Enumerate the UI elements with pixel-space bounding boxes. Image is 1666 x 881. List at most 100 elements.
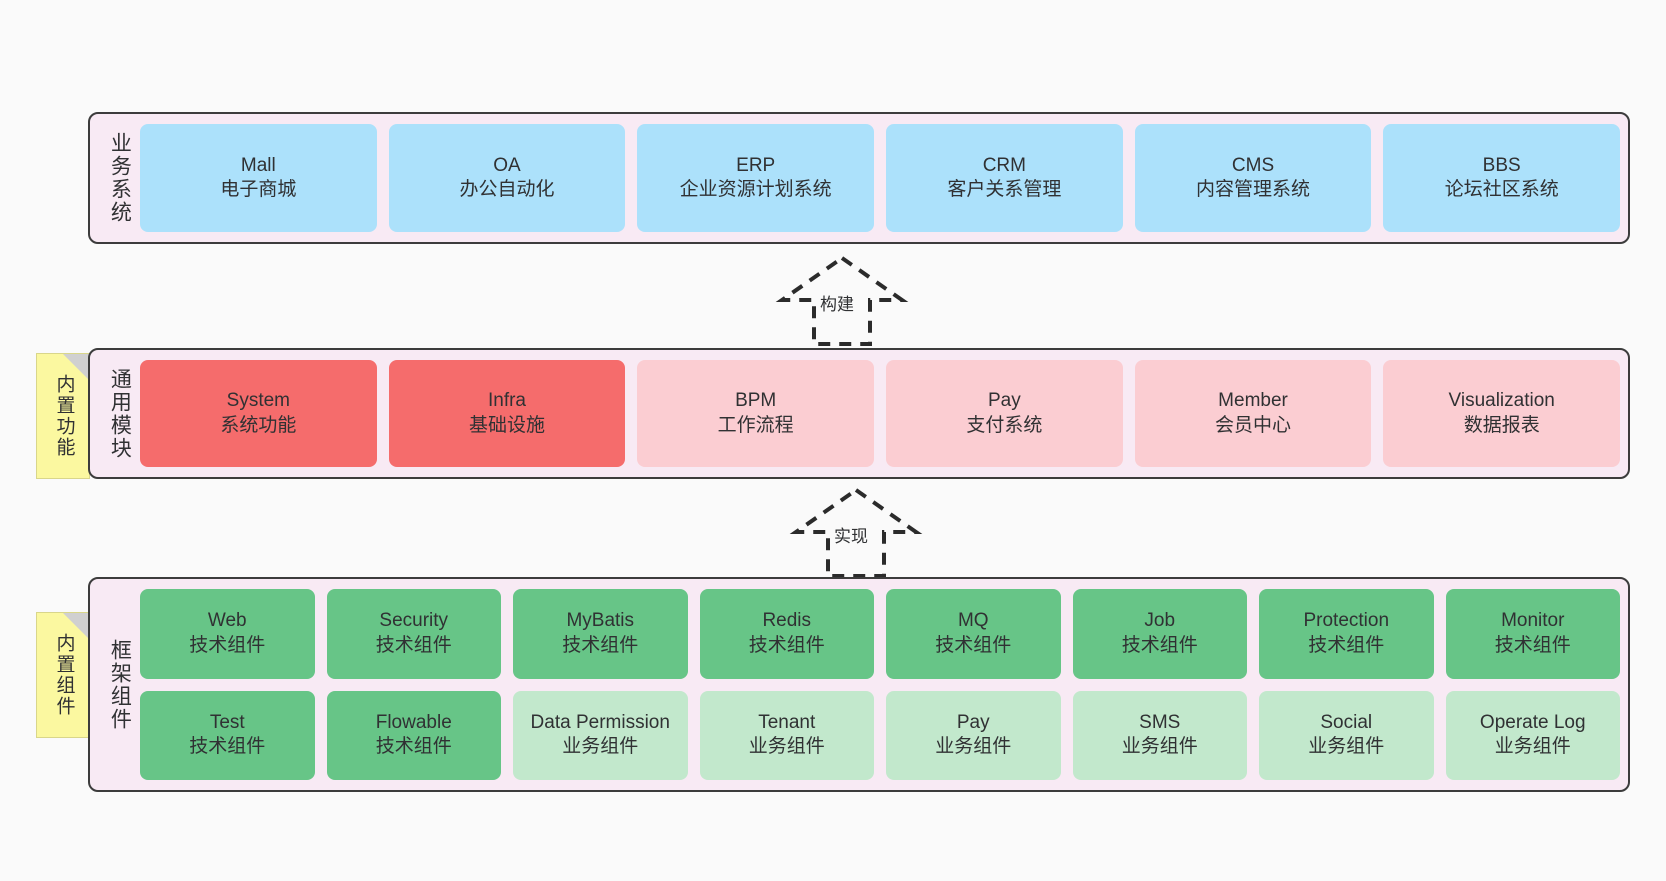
card-row: Web 技术组件 Security 技术组件 MyBatis 技术组件 Redi…	[140, 589, 1620, 679]
card-title-cn: 技术组件	[375, 634, 452, 656]
card-oa[interactable]: OA 办公自动化	[388, 124, 626, 232]
note-builtin-features-label: 内置功能	[53, 374, 75, 458]
card-cms[interactable]: CMS 内容管理系统	[1134, 124, 1372, 232]
card-social[interactable]: Social 业务组件	[1259, 690, 1434, 780]
card-title-en: BBS	[1482, 154, 1521, 176]
card-bpm[interactable]: BPM 工作流程	[637, 360, 875, 467]
card-title-cn: 论坛社区系统	[1444, 179, 1559, 200]
generalization-arrow-icon	[775, 255, 909, 346]
layer-framework-cards: Web 技术组件 Security 技术组件 MyBatis 技术组件 Redi…	[140, 589, 1620, 780]
card-row: Mall 电子商城 OA 办公自动化 ERP 企业资源计划系统 CRM 客户关系…	[140, 124, 1621, 232]
card-protection[interactable]: Protection 技术组件	[1259, 589, 1434, 679]
layer-business-cards: Mall 电子商城 OA 办公自动化 ERP 企业资源计划系统 CRM 客户关系…	[140, 124, 1621, 232]
card-title-en: Protection	[1303, 610, 1390, 632]
card-test[interactable]: Test 技术组件	[140, 690, 315, 780]
card-title-cn: 技术组件	[189, 634, 266, 656]
card-member[interactable]: Member 会员中心	[1134, 360, 1372, 467]
card-title-cn: 业务组件	[562, 736, 639, 758]
card-redis[interactable]: Redis 技术组件	[699, 589, 874, 679]
layer-framework-label: 框架组件	[108, 638, 132, 731]
card-title-cn: 工作流程	[717, 414, 794, 436]
card-title-en: Visualization	[1448, 390, 1555, 412]
card-pay-component[interactable]: Pay 业务组件	[886, 690, 1061, 780]
card-title-cn: 办公自动化	[459, 179, 555, 200]
card-title-en: BPM	[735, 390, 777, 412]
card-title-cn: 技术组件	[1494, 634, 1571, 656]
layer-framework-components: 框架组件 Web 技术组件 Security 技术组件 MyBatis 技术组件…	[88, 577, 1630, 792]
connector-implement-label: 实现	[832, 522, 870, 547]
card-system[interactable]: System 系统功能	[140, 360, 377, 467]
card-title-en: System	[226, 390, 291, 412]
card-title-cn: 技术组件	[562, 634, 639, 656]
card-data-permission[interactable]: Data Permission 业务组件	[513, 690, 688, 780]
card-title-cn: 会员中心	[1215, 414, 1292, 436]
layer-common-modules: 通用模块 System 系统功能 Infra 基础设施 BPM 工作流程 Pay…	[88, 348, 1630, 479]
card-title-en: Mall	[240, 154, 276, 176]
note-builtin-components-label: 内置组件	[53, 633, 75, 717]
card-title-cn: 业务组件	[748, 736, 825, 758]
card-row: System 系统功能 Infra 基础设施 BPM 工作流程 Pay 支付系统…	[140, 360, 1621, 467]
card-title-cn: 客户关系管理	[947, 179, 1062, 200]
card-mybatis[interactable]: MyBatis 技术组件	[513, 589, 688, 679]
layer-business-systems: 业务系统 Mall 电子商城 OA 办公自动化 ERP 企业资源计划系统 CRM…	[88, 112, 1630, 244]
card-operate-log[interactable]: Operate Log 业务组件	[1445, 690, 1620, 780]
card-title-cn: 业务组件	[1308, 736, 1385, 758]
connector-build: 构建	[752, 252, 932, 348]
card-mall[interactable]: Mall 电子商城	[140, 124, 377, 232]
card-title-en: MyBatis	[566, 610, 635, 632]
card-title-en: Flowable	[375, 711, 452, 733]
card-title-cn: 电子商城	[220, 179, 297, 200]
note-builtin-features: 内置功能	[36, 353, 90, 479]
card-title-en: Redis	[762, 610, 812, 632]
layer-common-label: 通用模块	[108, 367, 132, 460]
card-pay[interactable]: Pay 支付系统	[886, 360, 1123, 467]
card-infra[interactable]: Infra 基础设施	[388, 360, 626, 467]
connector-implement: 实现	[766, 484, 946, 580]
card-title-en: Operate Log	[1479, 711, 1586, 733]
card-flowable[interactable]: Flowable 技术组件	[326, 690, 501, 780]
card-title-en: Tenant	[758, 711, 816, 733]
card-sms[interactable]: SMS 业务组件	[1072, 690, 1247, 780]
card-title-cn: 技术组件	[375, 736, 452, 758]
note-fold-corner-icon	[63, 354, 89, 380]
card-title-cn: 系统功能	[220, 414, 297, 436]
card-security[interactable]: Security 技术组件	[326, 589, 501, 679]
card-title-cn: 企业资源计划系统	[679, 179, 832, 200]
card-title-en: Web	[207, 610, 247, 632]
card-mq[interactable]: MQ 技术组件	[886, 589, 1061, 679]
card-bbs[interactable]: BBS 论坛社区系统	[1383, 124, 1621, 232]
note-fold-corner-icon	[63, 613, 89, 639]
card-title-cn: 基础设施	[469, 414, 546, 436]
card-web[interactable]: Web 技术组件	[140, 589, 315, 679]
card-row: Test 技术组件 Flowable 技术组件 Data Permission …	[140, 690, 1620, 780]
card-title-cn: 技术组件	[1308, 634, 1385, 656]
card-title-en: Data Permission	[530, 711, 670, 733]
card-visualization[interactable]: Visualization 数据报表	[1383, 360, 1621, 467]
card-title-en: MQ	[957, 610, 989, 632]
card-title-en: SMS	[1139, 711, 1181, 733]
card-title-cn: 业务组件	[935, 736, 1012, 758]
connector-build-label: 构建	[818, 290, 856, 315]
card-title-en: Job	[1144, 610, 1176, 632]
card-title-cn: 业务组件	[1121, 736, 1198, 758]
card-title-cn: 支付系统	[966, 414, 1043, 436]
card-title-en: ERP	[736, 154, 776, 176]
card-title-cn: 技术组件	[1121, 634, 1198, 656]
card-title-en: OA	[493, 154, 521, 176]
card-crm[interactable]: CRM 客户关系管理	[886, 124, 1123, 232]
generalization-arrow-icon	[789, 487, 923, 578]
card-job[interactable]: Job 技术组件	[1072, 589, 1247, 679]
card-monitor[interactable]: Monitor 技术组件	[1445, 589, 1620, 679]
card-title-cn: 技术组件	[189, 736, 266, 758]
card-title-en: Social	[1320, 711, 1373, 733]
card-title-en: Pay	[956, 711, 990, 733]
card-title-cn: 技术组件	[935, 634, 1012, 656]
note-builtin-components: 内置组件	[36, 612, 90, 738]
card-title-en: Monitor	[1501, 610, 1565, 632]
card-tenant[interactable]: Tenant 业务组件	[699, 690, 874, 780]
card-title-en: CMS	[1231, 154, 1275, 176]
card-erp[interactable]: ERP 企业资源计划系统	[637, 124, 875, 232]
card-title-en: Test	[209, 711, 245, 733]
card-title-en: Member	[1218, 390, 1288, 412]
